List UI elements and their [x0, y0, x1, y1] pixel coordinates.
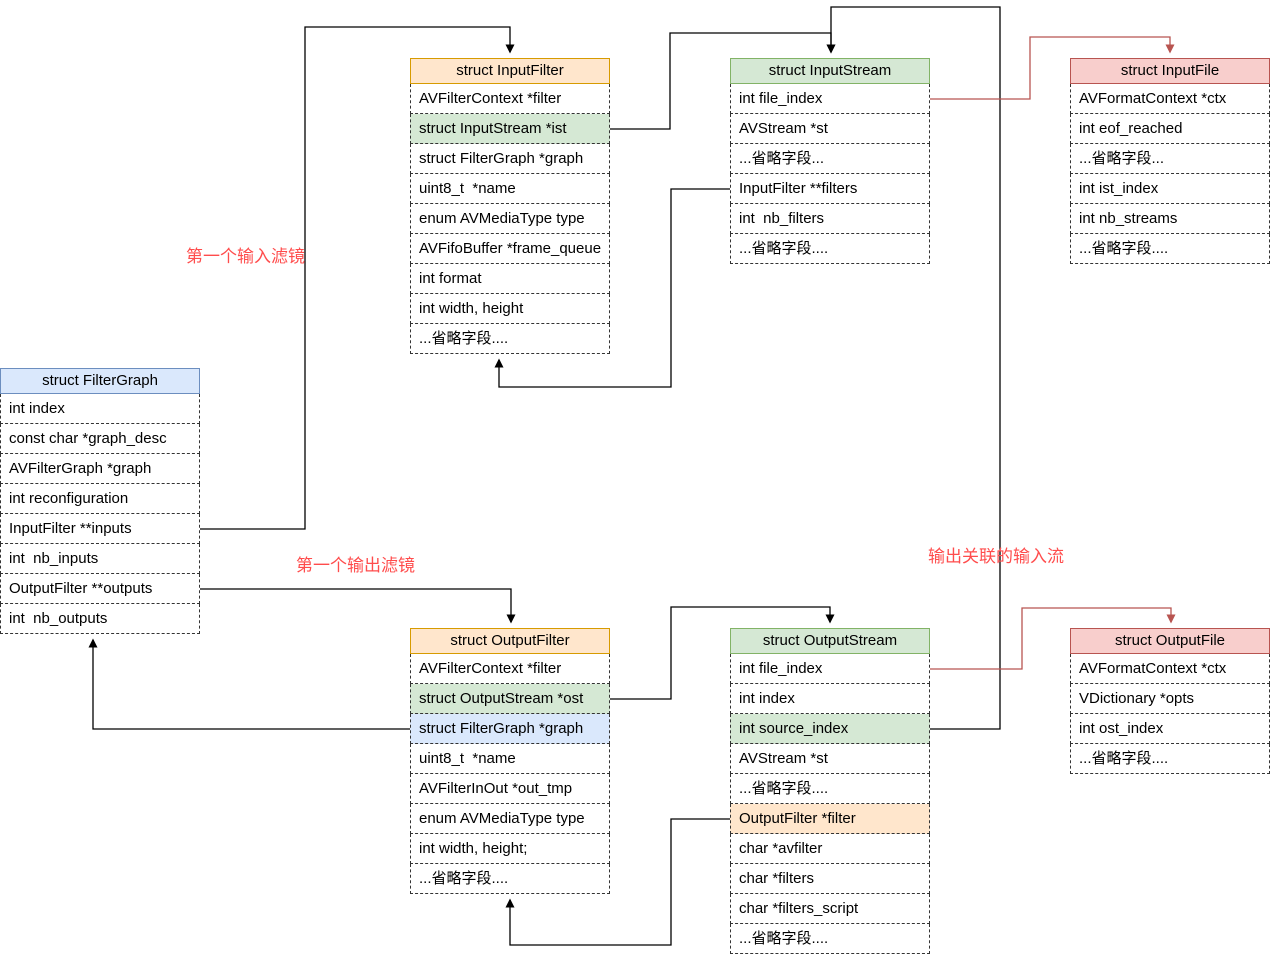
struct-field-row: struct OutputStream *ost	[410, 684, 610, 714]
struct-field-row: AVStream *st	[730, 114, 930, 144]
struct-field-row: char *filters	[730, 864, 930, 894]
struct-field-row: struct FilterGraph *graph	[410, 714, 610, 744]
struct-field-row: const char *graph_desc	[0, 424, 200, 454]
struct-field-row: int width, height;	[410, 834, 610, 864]
struct-box-title-output-filter: struct OutputFilter	[410, 628, 610, 654]
struct-field-row: AVFormatContext *ctx	[1070, 654, 1270, 684]
struct-field-row: OutputFilter **outputs	[0, 574, 200, 604]
struct-field-row: AVFormatContext *ctx	[1070, 84, 1270, 114]
struct-field-row: AVFilterContext *filter	[410, 654, 610, 684]
struct-field-row: AVStream *st	[730, 744, 930, 774]
struct-field-row: int eof_reached	[1070, 114, 1270, 144]
connector-outputfilter-graph-to-filtergraph	[88, 638, 410, 730]
struct-field-row: struct FilterGraph *graph	[410, 144, 610, 174]
struct-field-row: int file_index	[730, 84, 930, 114]
struct-field-row: OutputFilter *filter	[730, 804, 930, 834]
struct-field-row: int nb_filters	[730, 204, 930, 234]
struct-field-row: int nb_outputs	[0, 604, 200, 634]
struct-field-row: ...省略字段....	[410, 864, 610, 894]
struct-field-row: ...省略字段....	[1070, 744, 1270, 774]
struct-field-row: int ost_index	[1070, 714, 1270, 744]
struct-field-row: int source_index	[730, 714, 930, 744]
struct-field-row: int ist_index	[1070, 174, 1270, 204]
struct-field-row: int index	[730, 684, 930, 714]
struct-box-title-output-file: struct OutputFile	[1070, 628, 1270, 654]
struct-field-row: char *filters_script	[730, 894, 930, 924]
struct-field-row: AVFilterGraph *graph	[0, 454, 200, 484]
struct-field-row: char *avfilter	[730, 834, 930, 864]
struct-field-row: int format	[410, 264, 610, 294]
struct-field-row: VDictionary *opts	[1070, 684, 1270, 714]
struct-field-row: int nb_inputs	[0, 544, 200, 574]
struct-box-title-input-filter: struct InputFilter	[410, 58, 610, 84]
struct-field-row: ...省略字段....	[730, 774, 930, 804]
struct-box-title-output-stream: struct OutputStream	[730, 628, 930, 654]
struct-field-row: int nb_streams	[1070, 204, 1270, 234]
struct-field-row: ...省略字段....	[730, 234, 930, 264]
struct-field-row: AVFifoBuffer *frame_queue	[410, 234, 610, 264]
struct-field-row: AVFilterInOut *out_tmp	[410, 774, 610, 804]
struct-box-title-filter-graph: struct FilterGraph	[0, 368, 200, 394]
struct-field-row: uint8_t *name	[410, 174, 610, 204]
struct-field-row: ...省略字段....	[410, 324, 610, 354]
struct-field-row: AVFilterContext *filter	[410, 84, 610, 114]
struct-field-row: InputFilter **inputs	[0, 514, 200, 544]
struct-field-row: int reconfiguration	[0, 484, 200, 514]
annotation-first-input-filter: 第一个输入滤镜	[186, 247, 305, 266]
struct-box-title-input-file: struct InputFile	[1070, 58, 1270, 84]
struct-field-row: enum AVMediaType type	[410, 804, 610, 834]
struct-field-row: uint8_t *name	[410, 744, 610, 774]
struct-field-row: ...省略字段....	[1070, 234, 1270, 264]
annotation-output-associated-input-stream: 输出关联的输入流	[928, 547, 1064, 566]
struct-field-row: ...省略字段....	[730, 924, 930, 954]
struct-field-row: struct InputStream *ist	[410, 114, 610, 144]
struct-field-row: InputFilter **filters	[730, 174, 930, 204]
struct-field-row: int file_index	[730, 654, 930, 684]
struct-field-row: ...省略字段...	[730, 144, 930, 174]
connector-filtergraph-outputs-to-outputfilter	[200, 588, 516, 624]
struct-field-row: int width, height	[410, 294, 610, 324]
struct-field-row: ...省略字段...	[1070, 144, 1270, 174]
struct-field-row: int index	[0, 394, 200, 424]
struct-field-row: enum AVMediaType type	[410, 204, 610, 234]
annotation-first-output-filter: 第一个输出滤镜	[296, 556, 415, 575]
struct-box-title-input-stream: struct InputStream	[730, 58, 930, 84]
